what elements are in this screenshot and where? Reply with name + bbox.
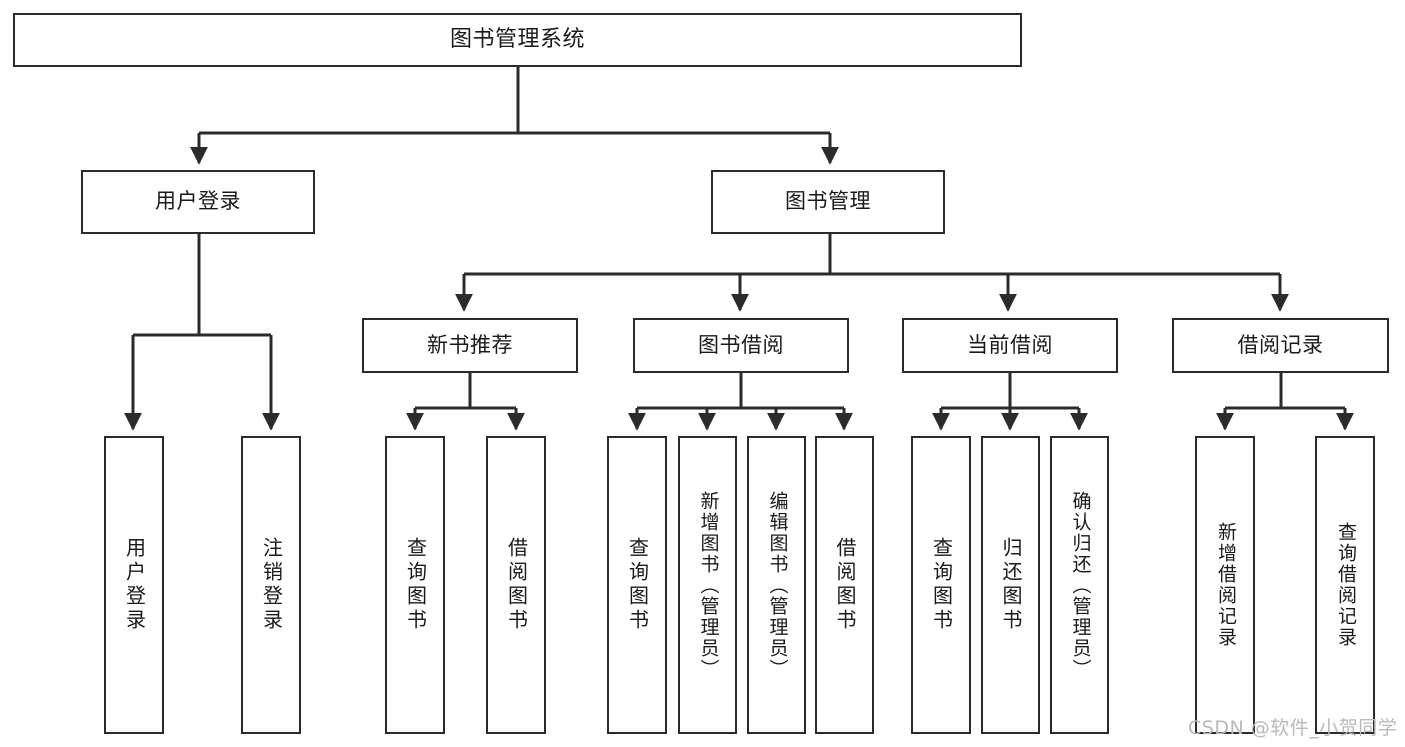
node-label: 查询图书 — [625, 537, 650, 633]
leaf-user-login[interactable]: 用户登录 — [104, 436, 164, 734]
node-label: 当前借阅 — [967, 332, 1053, 357]
node-label: 借阅图书 — [833, 537, 857, 633]
leaf-query-borrow-record[interactable]: 查询借阅记录 — [1315, 436, 1375, 734]
node-label: 查询图书 — [403, 537, 428, 633]
node-label: 图书管理系统 — [449, 26, 585, 52]
node-label: 查询图书 — [929, 537, 954, 633]
node-label: 归还图书 — [999, 537, 1023, 633]
node-book-management[interactable]: 图书管理 — [711, 170, 945, 234]
node-label: 用户登录 — [122, 537, 147, 633]
leaf-query-book-borrow[interactable]: 查询图书 — [607, 436, 667, 734]
leaf-borrow-book-recommend[interactable]: 借阅图书 — [486, 436, 546, 734]
node-label: 新增图书（管理员） — [697, 490, 720, 680]
leaf-query-book-current[interactable]: 查询图书 — [911, 436, 971, 734]
node-borrow-record[interactable]: 借阅记录 — [1172, 318, 1389, 373]
node-label: 查询借阅记录 — [1334, 522, 1357, 648]
node-label: 图书借阅 — [698, 332, 784, 357]
node-label: 借阅图书 — [504, 537, 529, 633]
leaf-return-book[interactable]: 归还图书 — [981, 436, 1040, 734]
node-label: 借阅记录 — [1237, 332, 1324, 357]
node-book-borrow[interactable]: 图书借阅 — [633, 318, 849, 373]
node-user-login[interactable]: 用户登录 — [81, 170, 315, 234]
leaf-logout[interactable]: 注销登录 — [241, 436, 301, 734]
node-label: 确认归还（管理员） — [1069, 490, 1092, 680]
leaf-add-book-admin[interactable]: 新增图书（管理员） — [678, 436, 737, 734]
node-label: 新书推荐 — [427, 332, 513, 357]
node-label: 编辑图书（管理员） — [766, 490, 789, 680]
leaf-add-borrow-record[interactable]: 新增借阅记录 — [1195, 436, 1255, 734]
leaf-confirm-return-admin[interactable]: 确认归还（管理员） — [1050, 436, 1109, 734]
node-current-borrow[interactable]: 当前借阅 — [902, 318, 1118, 373]
node-new-book-recommend[interactable]: 新书推荐 — [362, 318, 578, 373]
leaf-edit-book-admin[interactable]: 编辑图书（管理员） — [747, 436, 806, 734]
node-label: 用户登录 — [155, 189, 241, 214]
node-label: 注销登录 — [259, 537, 284, 633]
leaf-borrow-book[interactable]: 借阅图书 — [815, 436, 874, 734]
leaf-query-book-recommend[interactable]: 查询图书 — [385, 436, 445, 734]
node-label: 新增借阅记录 — [1214, 522, 1237, 648]
node-root-system[interactable]: 图书管理系统 — [13, 13, 1022, 67]
node-label: 图书管理 — [785, 189, 871, 214]
